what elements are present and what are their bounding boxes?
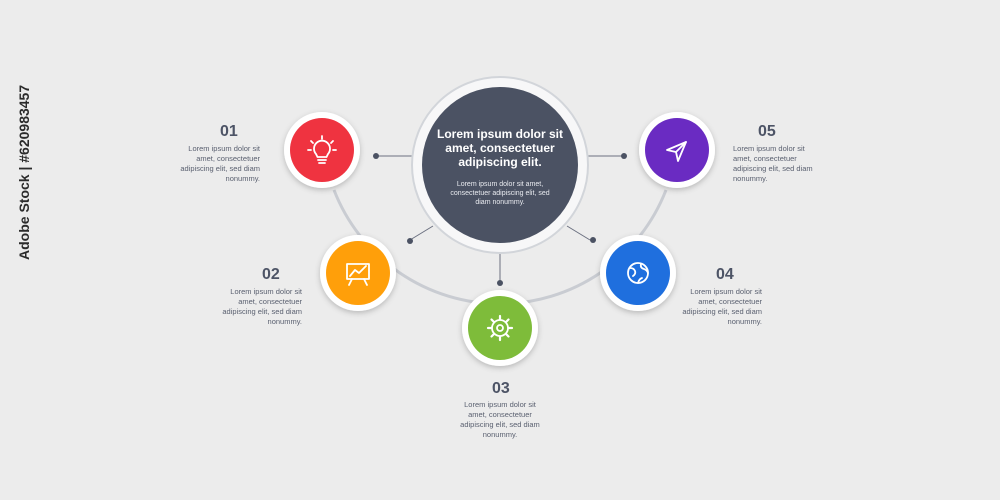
step-02-text: Lorem ipsum dolor sit amet, consectetuer… bbox=[222, 287, 302, 326]
center-title: Lorem ipsum dolor sit amet, consectetuer… bbox=[436, 127, 563, 169]
step-01-text: Lorem ipsum dolor sit amet, consectetuer… bbox=[180, 144, 260, 183]
connector-dot bbox=[373, 153, 379, 159]
globe-icon bbox=[627, 262, 649, 284]
gear-icon bbox=[486, 314, 514, 342]
step-04-number: 04 bbox=[716, 266, 734, 283]
step-05-text: Lorem ipsum dolor sit amet, consectetuer… bbox=[733, 144, 813, 183]
step-03-node[interactable] bbox=[462, 290, 538, 366]
step-03-text: Lorem ipsum dolor sit amet, consectetuer… bbox=[460, 400, 540, 439]
connector-dot bbox=[621, 153, 627, 159]
center-hub bbox=[411, 76, 589, 254]
paper-plane-icon bbox=[666, 141, 687, 162]
connector-dot bbox=[407, 238, 413, 244]
step-02-number: 02 bbox=[262, 266, 280, 283]
stock-watermark: Adobe Stock | #620983457 bbox=[16, 84, 32, 260]
step-04-text: Lorem ipsum dolor sit amet, consectetuer… bbox=[682, 287, 762, 326]
connector-lines bbox=[376, 155, 624, 283]
connector-dots bbox=[373, 153, 627, 286]
lightbulb-icon bbox=[307, 135, 337, 164]
step-01-node[interactable] bbox=[284, 112, 360, 188]
step-04-node[interactable] bbox=[600, 235, 676, 311]
step-02-node[interactable] bbox=[320, 235, 396, 311]
center-body: Lorem ipsum dolor sit amet, consectetuer… bbox=[450, 181, 550, 206]
connector-dot bbox=[590, 237, 596, 243]
step-05-number: 05 bbox=[758, 123, 776, 140]
connector-dot bbox=[497, 280, 503, 286]
step-03-number: 03 bbox=[492, 380, 510, 397]
step-01-number: 01 bbox=[220, 123, 238, 140]
step-05-node[interactable] bbox=[639, 112, 715, 188]
presentation-chart-icon bbox=[346, 263, 370, 286]
